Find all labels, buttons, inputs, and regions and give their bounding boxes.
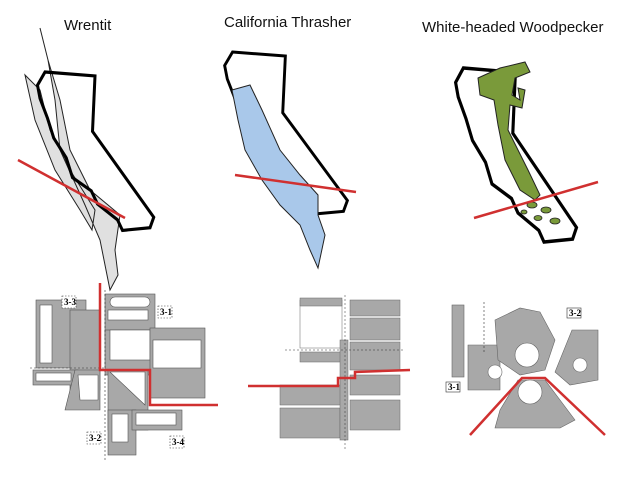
thrasher-range: [231, 84, 326, 270]
box-label: 3-1: [160, 307, 172, 317]
divider-line: [248, 368, 411, 388]
divider-line: [473, 180, 599, 220]
divider-line: [469, 376, 606, 436]
california-thrasher-network: [248, 295, 411, 450]
woodpecker-range: [477, 61, 541, 201]
white-headed-woodpecker-map: [453, 61, 599, 244]
panel-title-wrentit: Wrentit: [64, 17, 112, 34]
panel-title-california-thrasher: California Thrasher: [224, 14, 352, 31]
divider-line: [17, 158, 126, 220]
box-label: 3-3: [64, 297, 76, 307]
box-label: 3-2: [569, 308, 581, 318]
california-thrasher-map: [223, 50, 357, 270]
wrentit-range: [24, 27, 121, 292]
wrentit-map: [17, 27, 156, 292]
divider-line: [234, 173, 357, 194]
panel-title-white-headed-woodpecker: White-headed Woodpecker: [422, 19, 604, 36]
box-label: 3-1: [448, 382, 460, 392]
white-headed-woodpecker-network: [445, 302, 606, 436]
divider-line: [98, 283, 218, 407]
box-label: 3-4: [172, 437, 184, 447]
wrentit-network: [30, 283, 218, 460]
box-label: 3-2: [89, 433, 101, 443]
